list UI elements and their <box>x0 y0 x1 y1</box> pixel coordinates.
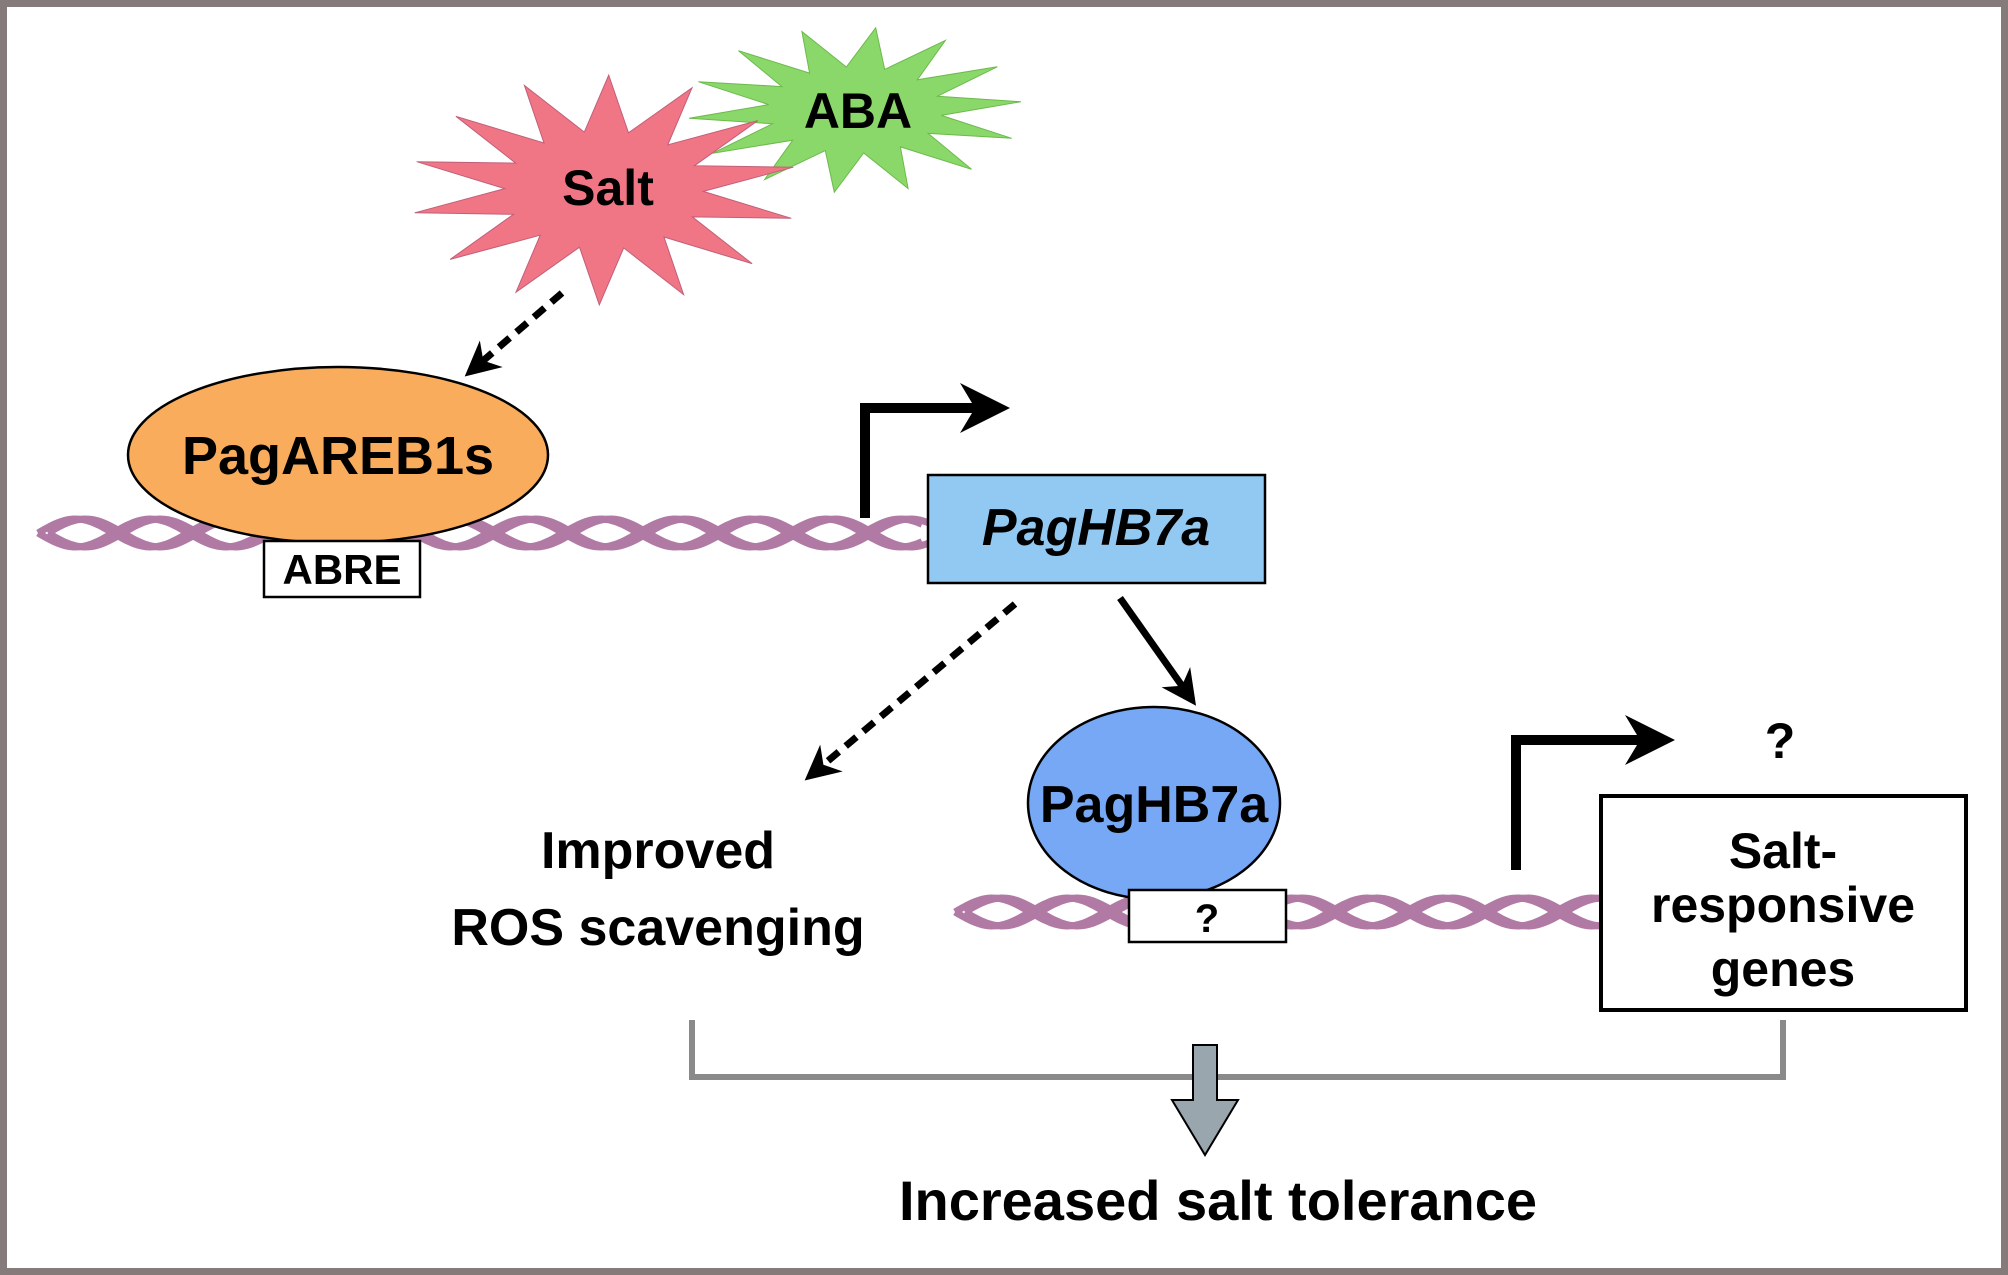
abre-element: ABRE <box>262 539 422 599</box>
abre-label: ABRE <box>282 546 401 593</box>
aba-signal-burst: ABA <box>689 26 1021 194</box>
pagareb1s-label: PagAREB1s <box>182 426 494 486</box>
salt-responsive-line1: Salt- <box>1729 823 1837 879</box>
gene-to-ros-arrow <box>804 601 1018 781</box>
salt-responsive-line2: responsive <box>1651 877 1915 933</box>
unknown-binding-element: ? <box>1127 888 1288 944</box>
salt-label: Salt <box>562 160 654 216</box>
paghb7a-gene-label: PagHB7a <box>982 499 1210 557</box>
salt-signal-burst: Salt <box>414 73 794 307</box>
aba-label: ABA <box>804 83 912 139</box>
dna-backbone <box>46 515 934 551</box>
dna-backbone <box>36 515 924 551</box>
salt-to-pagareb1s-arrow <box>464 290 565 377</box>
final-outcome-label: Increased salt tolerance <box>899 1169 1537 1232</box>
aba-burst-shape <box>689 26 1021 194</box>
paghb7a-protein-label: PagHB7a <box>1040 776 1269 834</box>
salt-responsive-line3: genes <box>1711 941 1856 997</box>
pagareb1s-protein: PagAREB1s <box>126 365 550 545</box>
salt-burst-shape <box>414 73 794 307</box>
paghb7a-gene: PagHB7a <box>926 473 1267 585</box>
paghb7a-protein: PagHB7a <box>1026 705 1282 901</box>
ros-outcome-line2: ROS scavenging <box>451 899 864 957</box>
dna-strand-upper <box>36 515 934 551</box>
ros-outcome-line1: Improved <box>541 822 775 880</box>
unknown-target-label: ? <box>1765 713 1796 769</box>
convergence-bracket <box>689 1020 1786 1080</box>
promoter-arrow-pagHB7a <box>860 383 1010 518</box>
unknown-element-label: ? <box>1195 897 1219 941</box>
final-down-arrow <box>1170 1044 1240 1157</box>
gene-to-protein-arrow <box>1117 595 1197 706</box>
promoter-arrow-salt-responsive <box>1511 715 1675 870</box>
salt-responsive-genes-box: Salt- responsive genes <box>1599 794 1968 1012</box>
